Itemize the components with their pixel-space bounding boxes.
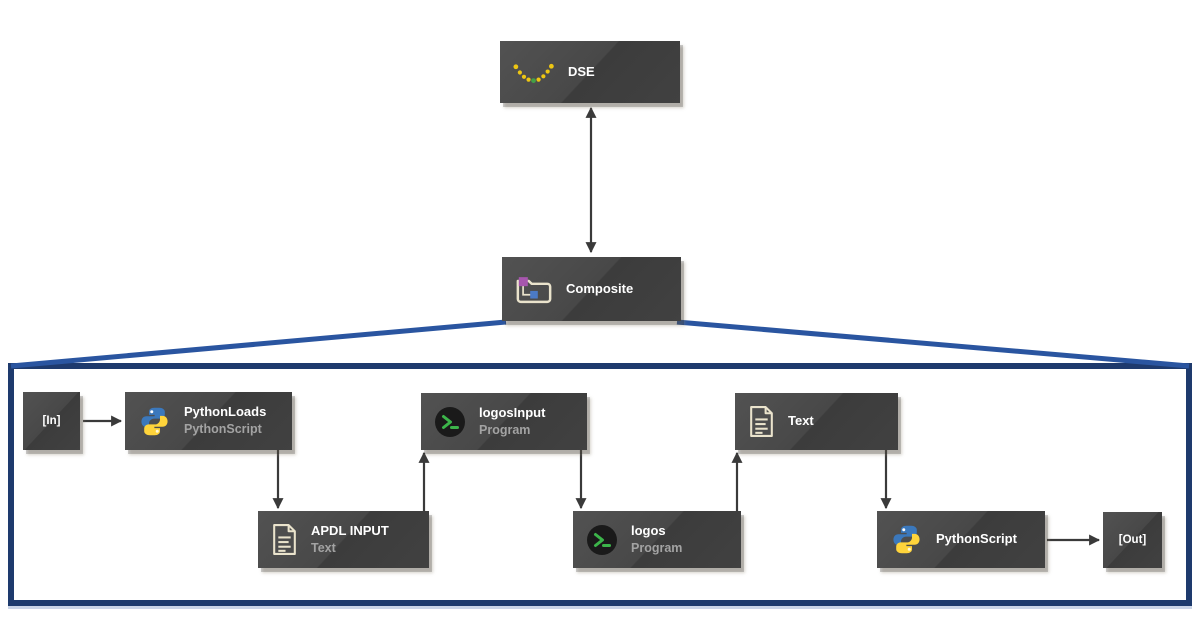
composite-folder-icon	[515, 274, 553, 305]
subflow-frame	[8, 363, 1192, 606]
text-file-icon	[748, 405, 775, 438]
node-subtitle: Program	[479, 422, 531, 437]
node-logosinput[interactable]: logosInput Program	[421, 393, 587, 450]
node-title: [Out]	[1118, 534, 1147, 546]
text-file-icon	[271, 523, 298, 556]
terminal-icon	[586, 524, 618, 556]
node-pythonscript[interactable]: PythonScript	[877, 511, 1045, 568]
dse-scatter-icon	[513, 60, 555, 85]
node-apdl-input[interactable]: APDL INPUT Text	[258, 511, 429, 568]
node-title: Composite	[566, 280, 634, 296]
node-title: PythonLoads	[184, 404, 267, 420]
node-title: APDL INPUT	[311, 522, 389, 538]
node-text[interactable]: Text	[735, 393, 898, 450]
node-subtitle: Program	[631, 540, 683, 555]
node-title: PythonScript	[936, 531, 1017, 547]
node-logos[interactable]: logos Program	[573, 511, 741, 568]
node-out[interactable]: [Out]	[1103, 512, 1162, 568]
node-subtitle: PythonScript	[184, 422, 262, 437]
node-subtitle: Text	[311, 540, 336, 555]
node-title: logos	[631, 522, 666, 538]
node-dse[interactable]: DSE	[500, 41, 680, 103]
node-title: Text	[788, 413, 814, 429]
node-composite[interactable]: Composite	[502, 257, 681, 321]
node-title: DSE	[568, 63, 595, 79]
node-pythonloads[interactable]: PythonLoads PythonScript	[125, 392, 292, 450]
node-title: logosInput	[479, 404, 546, 420]
node-title: [In]	[42, 415, 61, 427]
expansion-line-right	[676, 319, 1190, 369]
terminal-icon	[434, 406, 466, 438]
python-icon	[138, 405, 171, 438]
node-in[interactable]: [In]	[23, 392, 80, 450]
expansion-line-left	[10, 319, 507, 369]
python-icon	[890, 523, 923, 556]
